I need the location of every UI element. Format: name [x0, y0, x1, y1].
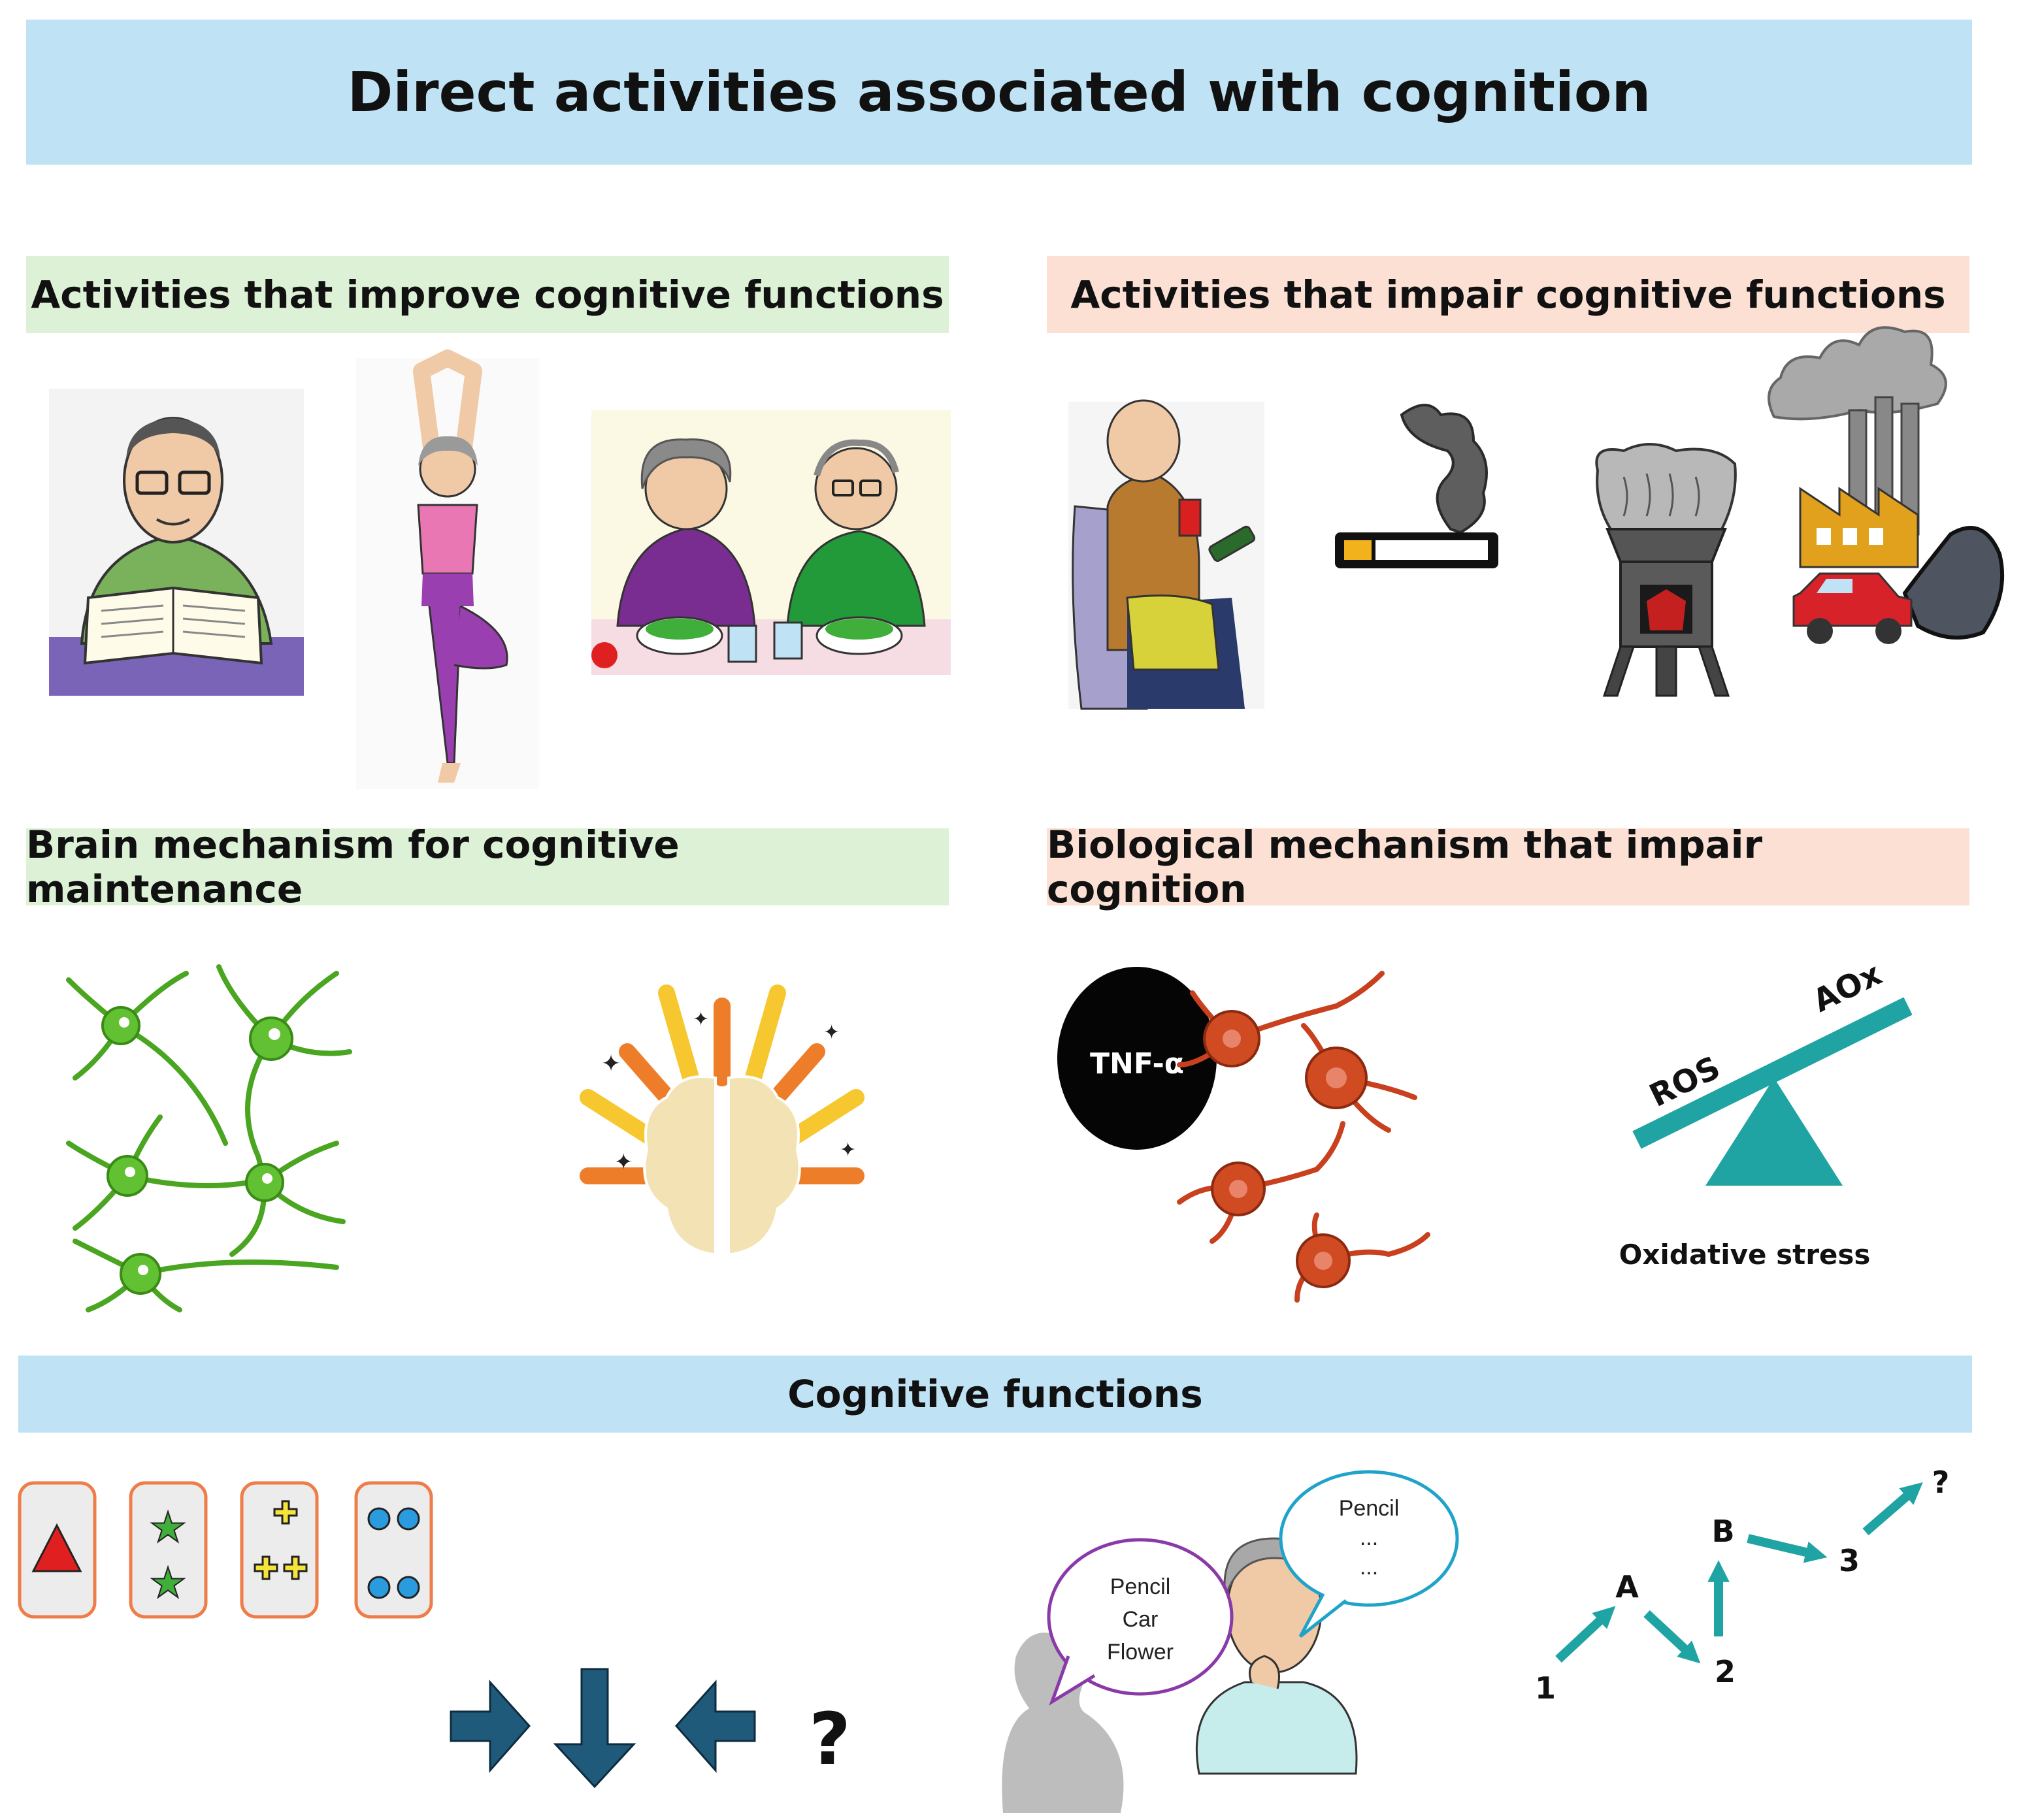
seesaw-icon: ROS AOx Oxidative stress	[1619, 956, 1913, 1271]
couple-eating-icon	[591, 410, 951, 675]
reading-person-icon	[49, 389, 304, 696]
trail-making-icon: 1 A 2 B 3 ?	[1535, 1465, 1950, 1706]
trail-node-1: 1	[1535, 1670, 1556, 1706]
tnf-alpha-icon: TNF-α	[1057, 967, 1217, 1150]
svg-text:★: ★	[149, 1504, 186, 1551]
speech-left-line-2: Car	[1123, 1607, 1159, 1632]
tnf-alpha-label: TNF-α	[1090, 1047, 1184, 1081]
cigarette-icon	[1335, 404, 1498, 568]
yoga-person-icon	[356, 349, 539, 789]
svg-text:★: ★	[149, 1559, 186, 1606]
stove-icon	[1595, 443, 1737, 697]
section-impair-header: Activities that impair cognitive functio…	[1047, 256, 1969, 333]
section-bio-header: Biological mechanism that impair cogniti…	[1047, 822, 1969, 911]
speech-right-line-2: ...	[1360, 1525, 1378, 1550]
speech-left-line-3: Flower	[1107, 1640, 1174, 1665]
trail-node-a: A	[1615, 1569, 1639, 1604]
svg-text:✦: ✦	[601, 1050, 621, 1077]
neuron-network-icon	[66, 964, 352, 1312]
brain-glow-icon: ✦ ✦ ✦ ✦ ✦	[580, 984, 864, 1256]
svg-text:✦: ✦	[823, 1022, 840, 1043]
trail-node-3: 3	[1839, 1543, 1860, 1578]
tv-drinking-person-icon	[1068, 399, 1264, 710]
svg-text:✦: ✦	[614, 1150, 633, 1175]
trail-node-b: B	[1711, 1514, 1734, 1549]
cards-icon: ★ ★	[18, 1481, 433, 1619]
arrows-question-mark: ?	[809, 1697, 851, 1781]
factory-pollution-icon	[1768, 326, 2005, 644]
microglia-icon	[1177, 971, 1430, 1303]
trail-node-2: 2	[1715, 1654, 1736, 1689]
speech-right-line-3: ...	[1360, 1555, 1378, 1580]
svg-text:✦: ✦	[840, 1139, 856, 1161]
speech-left-line-1: Pencil	[1110, 1574, 1171, 1599]
section-brain-header: Brain mechanism for cognitive maintenanc…	[26, 822, 949, 911]
svg-text:✦: ✦	[693, 1009, 709, 1030]
section-cognitive-header: Cognitive functions	[18, 1356, 1972, 1433]
section-improve-header: Activities that improve cognitive functi…	[26, 256, 949, 333]
trail-node-question: ?	[1932, 1465, 1950, 1500]
woman-thinking-icon: Pencil Car Flower Pencil ... ...	[1002, 1470, 1459, 1813]
aox-label: AOx	[1807, 956, 1887, 1020]
page-title: Direct activities associated with cognit…	[26, 20, 1972, 165]
speech-right-line-1: Pencil	[1339, 1496, 1400, 1521]
oxidative-stress-label: Oxidative stress	[1619, 1239, 1871, 1271]
direction-arrows-icon: ?	[450, 1668, 851, 1789]
